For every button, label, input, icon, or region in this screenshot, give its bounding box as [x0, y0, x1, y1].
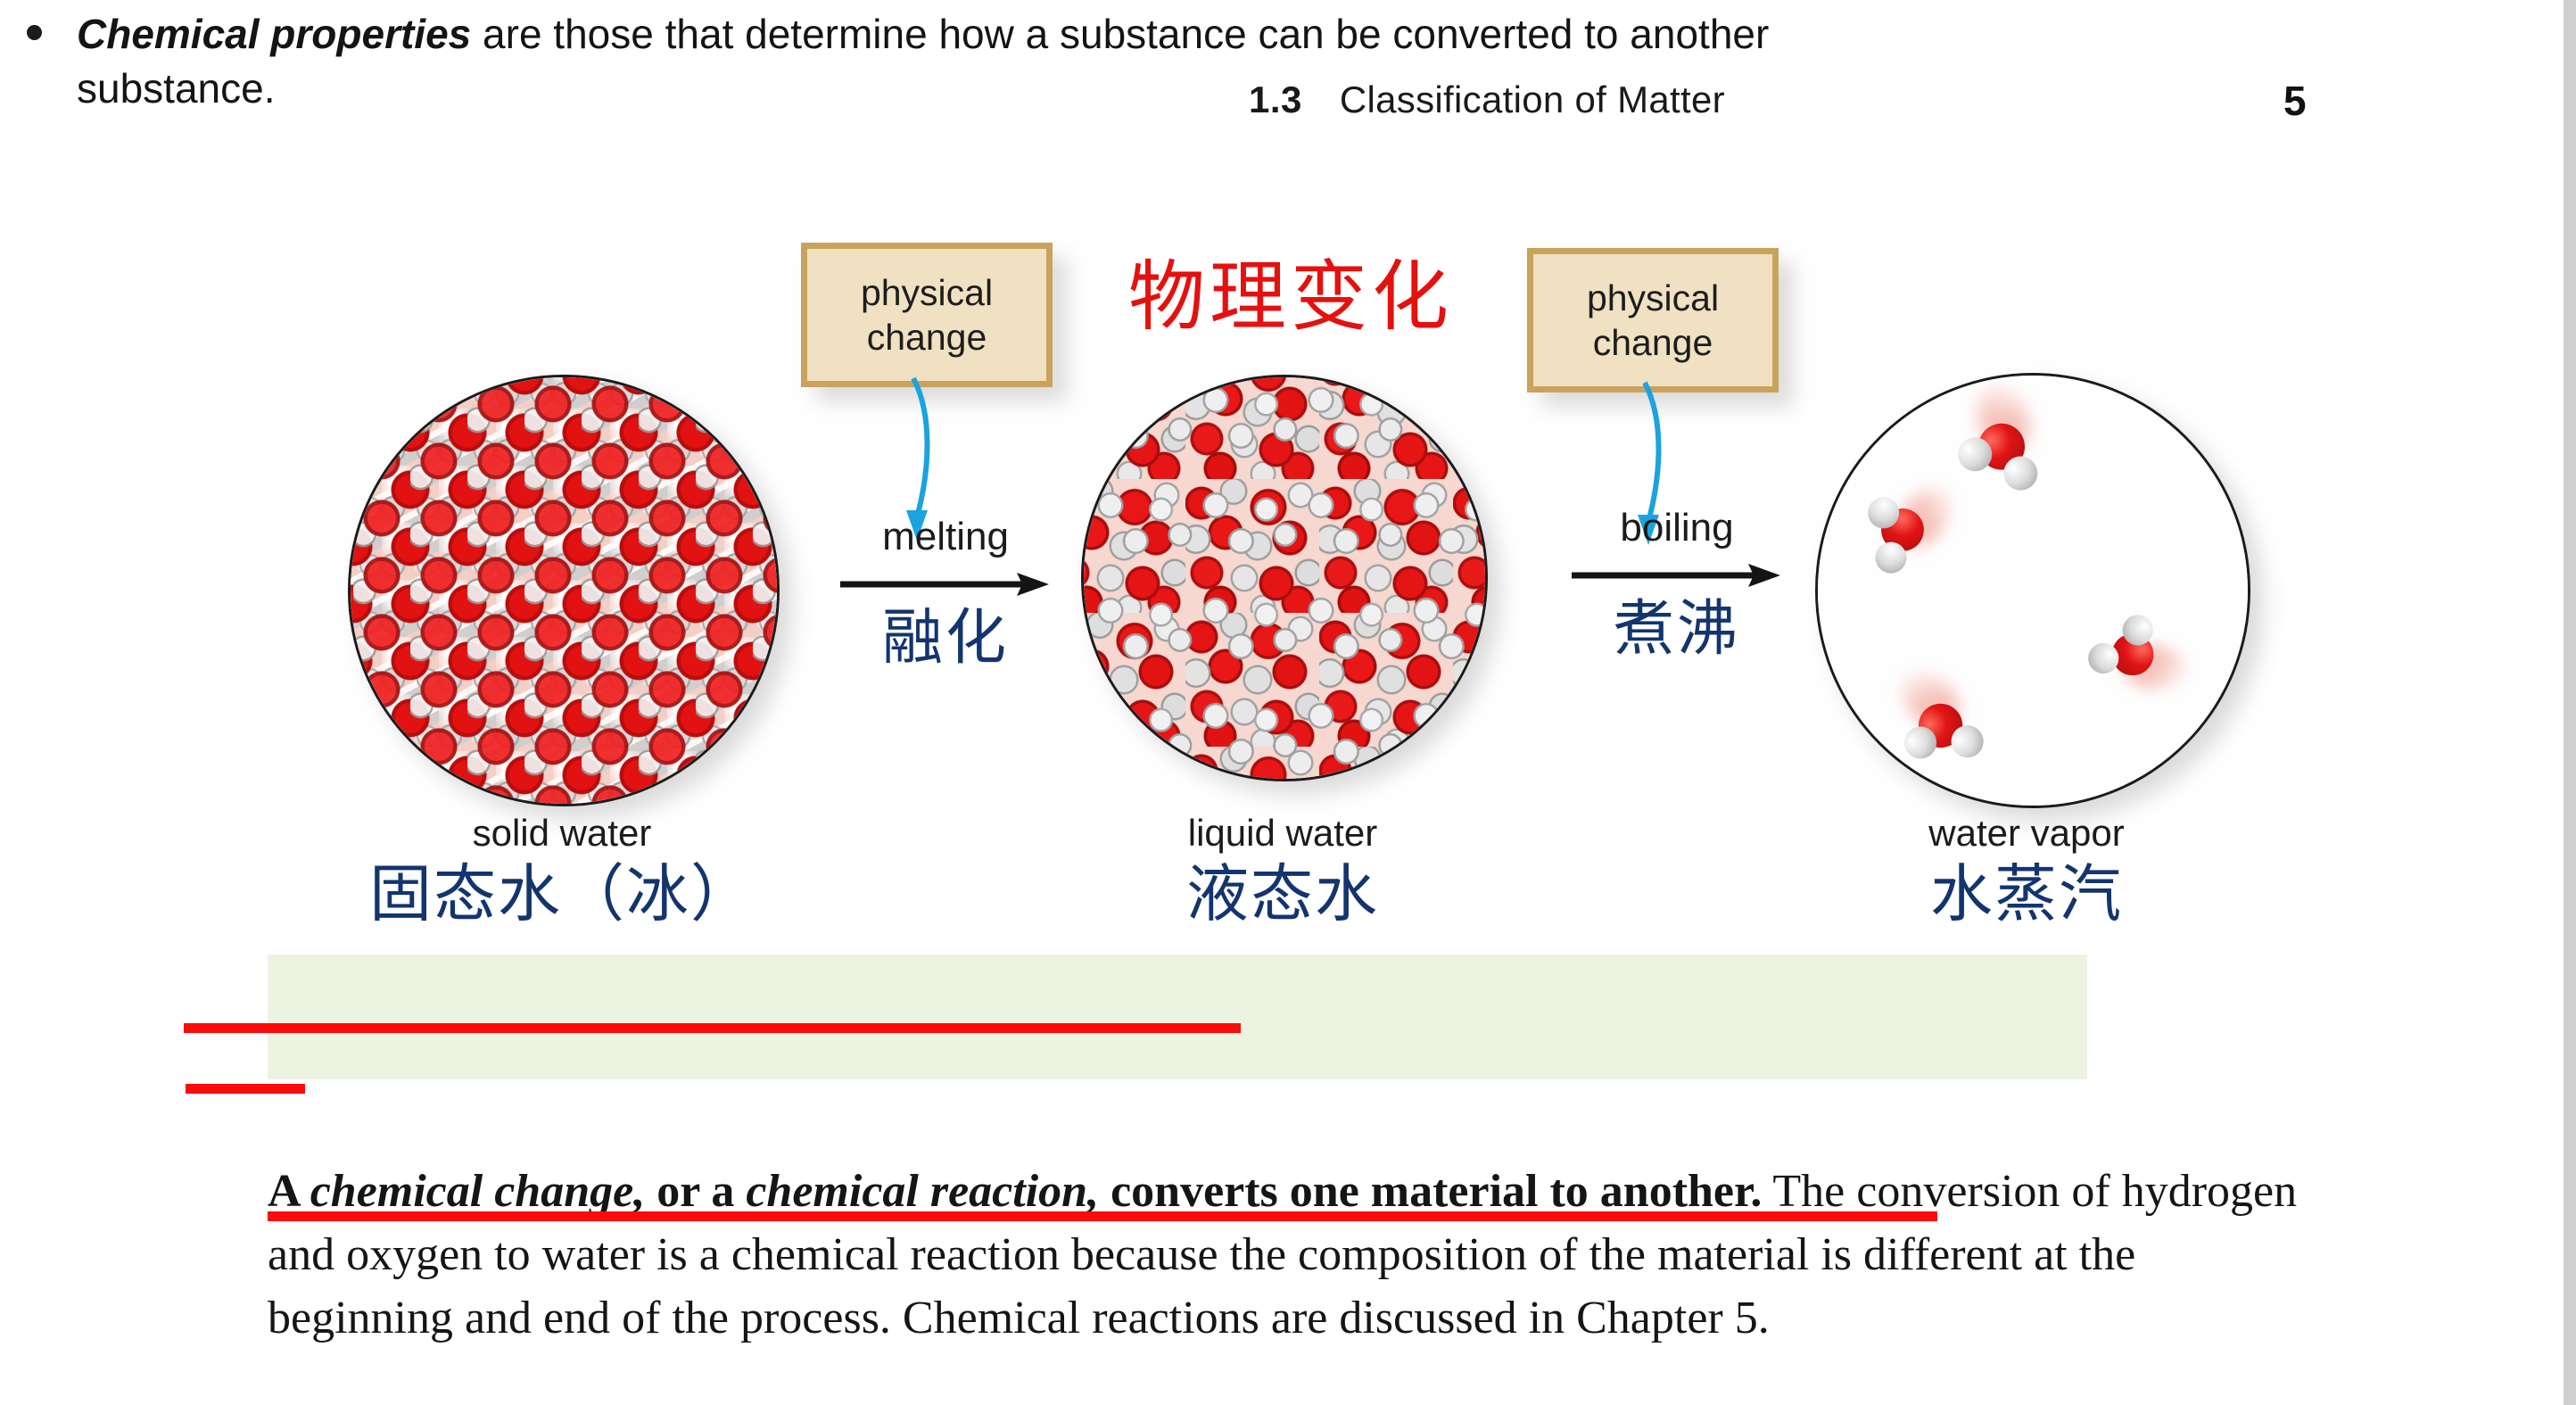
running-head: 1.3 Classification of Matter 5: [0, 78, 2564, 132]
caption-cn: 水蒸汽: [1930, 857, 2123, 931]
process-label-en: boiling: [1620, 506, 1734, 550]
caption-en: water vapor: [1928, 812, 2125, 854]
bullet-term: Chemical properties: [77, 11, 472, 57]
red-underline: [268, 1211, 1937, 1221]
right-arrow-icon: [840, 573, 1049, 596]
paragraph-bold-tail: converts one material to another.: [1099, 1166, 1763, 1217]
caption-cn: 固态水（冰）: [369, 857, 755, 931]
paragraph-mid: or a: [645, 1166, 747, 1217]
callout-physical-change-melting: physical change: [801, 243, 1053, 387]
callout-line-2: change: [1592, 322, 1713, 363]
callout-physical-change-boiling: physical change: [1527, 248, 1779, 393]
phase-change-figure: 物理变化: [312, 243, 2276, 931]
body-paragraph: A chemical change, or a chemical reactio…: [268, 1160, 2324, 1351]
bullet-text: Chemical properties are those that deter…: [77, 7, 1789, 116]
caption-en: liquid water: [1187, 812, 1378, 854]
ice-lattice-illustration: [351, 377, 777, 804]
caption-cn: 液态水: [1186, 857, 1379, 931]
figure-headline-chinese: 物理变化: [1128, 252, 1453, 342]
red-underline: [186, 1084, 305, 1094]
page-number: 5: [2283, 78, 2307, 124]
page-edge-strip: [2564, 0, 2576, 1405]
highlighted-bullet-block: [268, 955, 2087, 1079]
paragraph-rest: The conversion of hydrogen and oxygen to…: [268, 1166, 2298, 1344]
liquid-water-circle: [1081, 375, 1488, 781]
caption-water-vapor: water vapor 水蒸汽: [1777, 812, 2276, 931]
caption-en: solid water: [472, 812, 652, 854]
bullet-dot: [27, 25, 42, 40]
section-title: Classification of Matter: [1339, 79, 1725, 120]
right-arrow-icon: [1572, 564, 1780, 587]
solid-water-circle: [348, 375, 780, 806]
section-number: 1.3: [1249, 79, 1302, 120]
process-melting: melting 融化: [830, 517, 1061, 669]
water-molecule: [1843, 477, 1964, 588]
process-boiling: boiling 煮沸: [1561, 508, 1793, 660]
bullet-rest: are those that determine how a substance…: [77, 11, 1770, 112]
water-molecule: [1886, 659, 2001, 789]
vapor-molecules-illustration: [1818, 376, 2248, 806]
caption-liquid-water: liquid water 液态水: [1033, 812, 1532, 931]
water-molecule: [2084, 607, 2191, 697]
callout-line-2: change: [866, 317, 987, 358]
water-molecule: [1948, 376, 2056, 507]
process-label-cn: 融化: [881, 603, 1009, 674]
paragraph-lead: A: [268, 1166, 310, 1217]
water-vapor-circle: [1815, 373, 2250, 808]
liquid-molecules-illustration: [1084, 377, 1485, 779]
caption-solid-water: solid water 固态水（冰）: [312, 812, 812, 931]
paragraph-term-2: chemical reaction,: [746, 1166, 1100, 1217]
red-underline: [184, 1023, 1241, 1033]
paragraph-term-1: chemical change,: [310, 1166, 646, 1217]
callout-pointer-arrow-boiling: [1638, 381, 1662, 545]
callout-line-1: physical: [860, 271, 994, 313]
callout-line-1: physical: [1586, 277, 1720, 318]
process-label-en: melting: [882, 515, 1009, 558]
running-head-center: 1.3 Classification of Matter: [1249, 79, 1725, 121]
process-label-cn: 煮沸: [1613, 594, 1740, 665]
callout-pointer-arrow-melting: [906, 376, 930, 541]
